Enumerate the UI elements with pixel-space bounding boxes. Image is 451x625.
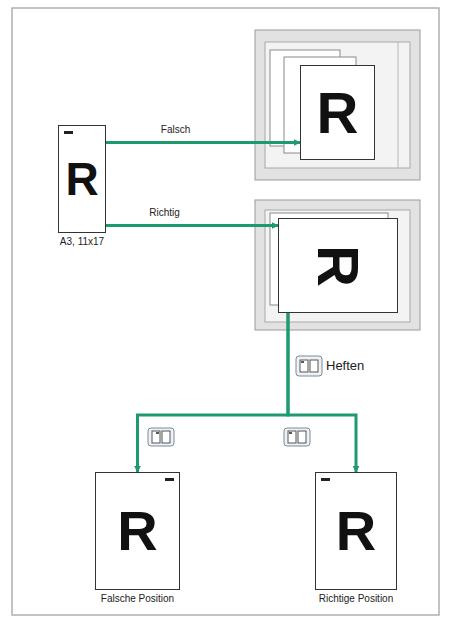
tray-guide	[398, 42, 399, 168]
flow-arrow	[106, 224, 278, 227]
arrow-label: Richtig	[146, 207, 183, 218]
arrow-label: Falsch	[158, 124, 193, 135]
sheet-caption: Falsche Position	[101, 593, 174, 604]
sheet-letter: R	[117, 503, 157, 559]
outer-frame	[12, 8, 439, 615]
sheet-caption: A3, 11x17	[60, 236, 104, 247]
flow-arrow	[138, 313, 289, 472]
sheet-letter: R	[336, 503, 376, 559]
output-tray	[255, 200, 420, 330]
sheet-letter: R	[309, 245, 367, 287]
function-label: Heften	[326, 358, 364, 373]
paper-sheet: RFalsche Position	[95, 472, 180, 590]
paper-sheet: R	[278, 218, 398, 313]
paper-sheet: R	[300, 65, 375, 160]
flow-arrow	[106, 141, 300, 144]
sheet-letter: R	[65, 156, 98, 202]
staple-icon	[296, 356, 322, 376]
sheet-mark	[165, 478, 174, 481]
sheet-mark	[64, 131, 73, 134]
tray-inner	[265, 210, 410, 322]
output-tray	[255, 30, 420, 180]
staple-right-icon	[284, 428, 310, 446]
sheet-caption: Richtige Position	[319, 593, 393, 604]
sheet-letter: R	[317, 84, 359, 142]
sheet-mark	[321, 478, 330, 481]
paper-sheet: RRichtige Position	[315, 472, 397, 590]
tray-inner	[265, 42, 410, 168]
staple-wrong-icon	[148, 428, 174, 446]
flow-arrow	[288, 313, 356, 472]
paper-sheet: RA3, 11x17	[58, 125, 106, 233]
